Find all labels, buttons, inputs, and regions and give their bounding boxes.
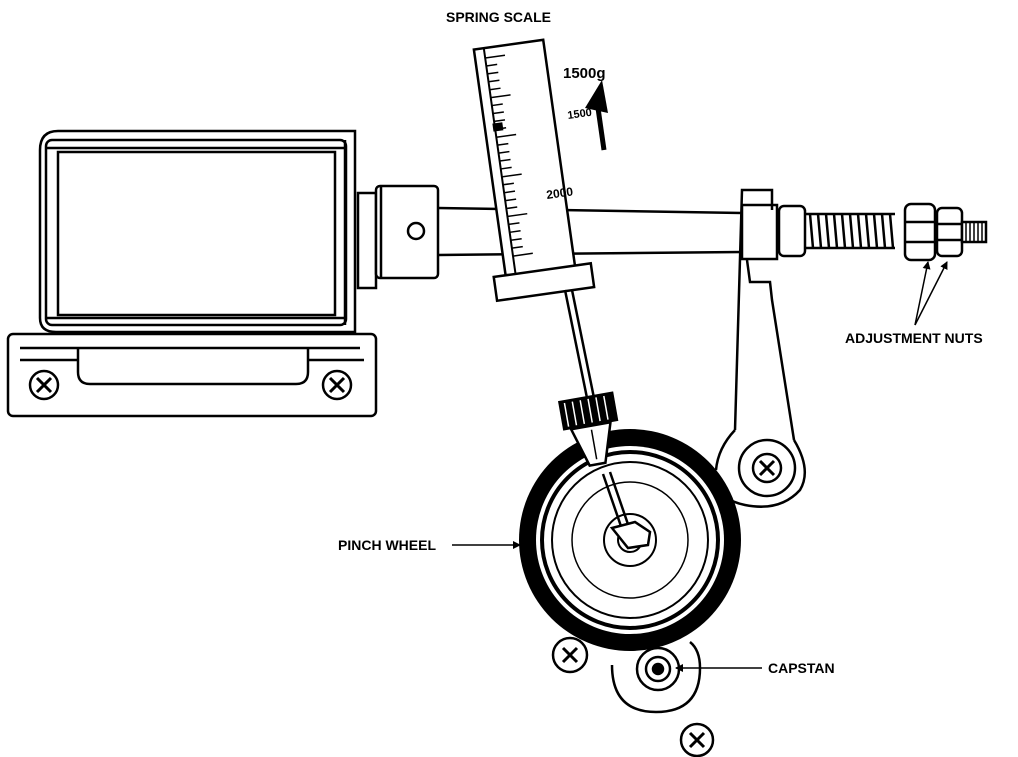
scale-tick [506,206,518,210]
spring-scale [472,38,596,303]
scale-tick [496,133,517,138]
scale-hook [557,289,652,550]
scale-tick [490,94,511,99]
scale-tick [501,173,522,178]
scale-tick [507,212,528,218]
adjustment-nuts-leader-2 [914,261,948,326]
scale-tick [485,54,506,59]
scale-tick [489,87,501,91]
scale-tick [512,252,533,257]
scale-tick [488,79,500,83]
scale-indicator [492,122,504,132]
mounting-base [6,332,378,418]
pivot-screw [751,452,783,484]
flywheel-screw-bottom [679,722,715,757]
pinch-wheel-label: PINCH WHEEL [338,537,436,553]
adjustment-nuts-leader-1 [914,261,931,326]
capstan-label: CAPSTAN [768,660,835,676]
plunger-rod [437,203,779,261]
capstan-flywheel [610,641,702,714]
spring-scale-label: SPRING SCALE [446,9,551,25]
scale-mark-2000: 2000 [545,184,574,202]
scale-tick [499,158,511,162]
base-screw-left [28,369,60,401]
adjustment-nuts-label: ADJUSTMENT NUTS [845,330,983,346]
flywheel-screw-left [551,636,589,674]
scale-tick [502,182,514,186]
plunger-coupling [356,184,440,290]
scale-tick [498,150,510,154]
base-screw-right [321,369,353,401]
scale-tick [492,111,504,115]
solenoid-housing [38,129,357,334]
scale-mark-1500: 1500 [567,107,593,122]
tension-spring [777,204,895,258]
scale-tick [511,245,523,249]
scale-tick [487,71,499,75]
force-reading-label: 1500g [563,65,606,82]
force-direction-arrow [585,80,608,151]
scale-tick [510,237,522,241]
adjustment-nuts [903,202,988,262]
scale-tick [497,142,509,146]
scale-tick [491,103,503,107]
scale-tick [509,230,521,234]
scale-tick [500,166,512,170]
scale-tick [493,119,506,123]
scale-tick [508,222,520,226]
scale-tick [505,198,517,202]
scale-tick [486,63,498,67]
scale-tick [504,190,516,194]
